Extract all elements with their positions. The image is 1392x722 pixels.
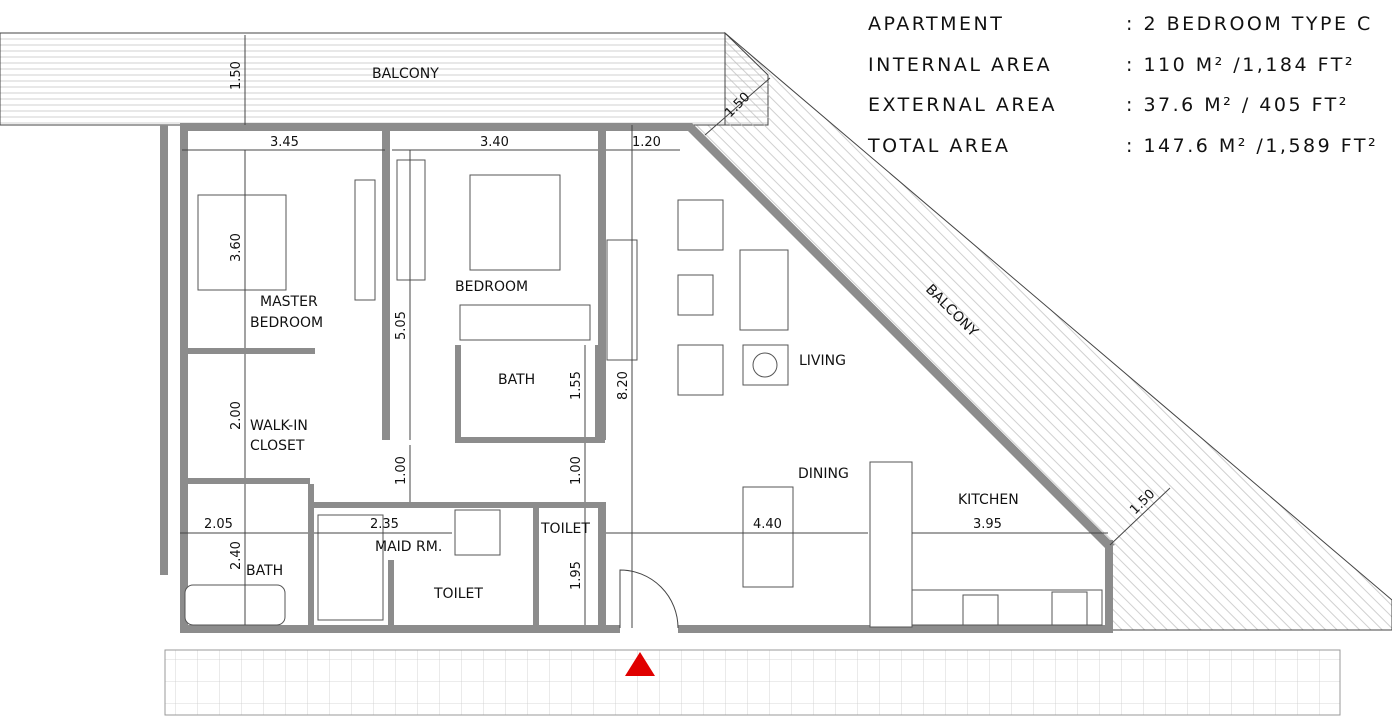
sofa [739,249,789,331]
dimension-label: 5.05 [394,311,409,340]
dimension-label: 1.00 [569,456,584,485]
dimension-label: 1.20 [632,135,661,150]
dining-table [742,486,794,588]
apartment-info: APARTMENT : 2 BEDROOM TYPE C INTERNAL ARE… [868,4,1378,166]
room-label-kitchen: KITCHEN [958,492,1019,508]
room-label-maid-room: MAID RM. [375,539,442,555]
bathtub [184,584,286,626]
dimension-label: 2.05 [204,517,233,532]
room-label-master-bedroom: BEDROOM [250,315,323,331]
info-label: EXTERNAL AREA [868,94,1058,116]
furniture [184,159,1103,628]
dimension-label: 3.45 [270,135,299,150]
room-label-toilet: TOILET [433,586,483,602]
corridor-floor [164,649,1341,716]
master-desk [354,179,376,301]
dimension-label: 4.40 [753,517,782,532]
entrance-door [619,569,679,629]
bedroom-bed [469,174,561,271]
info-row-internal-area: INTERNAL AREA : 110 M² /1,184 FT² [868,45,1378,86]
info-value: : 37.6 M² / 405 FT² [1126,94,1349,116]
room-label-walk-in-closet: WALK-IN [250,418,308,434]
master-bed [197,194,287,291]
dimension-label: 8.20 [616,371,631,400]
armchair [677,344,724,396]
entrance-marker-icon [625,652,655,676]
dimension-label: 3.40 [480,135,509,150]
info-label: INTERNAL AREA [868,53,1053,76]
room-label-bath: BATH [246,563,283,579]
room-label-living: LIVING [799,353,846,369]
oven [1051,591,1088,626]
room-label-toilet: TOILET [540,521,590,537]
dimension-label: 1.95 [569,561,584,590]
stove [962,594,999,626]
dimension-label: 1.00 [394,456,409,485]
info-label: TOTAL AREA [868,134,1011,157]
info-row-external-area: EXTERNAL AREA : 37.6 M² / 405 FT² [868,85,1378,126]
room-label-bath: BATH [498,372,535,388]
info-value: : 147.6 M² /1,589 FT² [1126,134,1379,157]
info-row-total-area: TOTAL AREA : 147.6 M² /1,589 FT² [868,126,1378,167]
dimension-label: 2.40 [229,541,244,570]
bedroom-desk [396,159,426,281]
wardrobe [459,304,591,341]
room-label-balcony: BALCONY [372,66,439,82]
armchair [677,199,724,251]
dimension-label: 3.95 [973,517,1002,532]
dimension-label: 1.50 [229,61,244,90]
room-label-walk-in-closet: CLOSET [250,438,305,454]
balcony-diagonal [688,31,1392,631]
dimension-lines [180,35,1171,628]
room-label-dining: DINING [798,466,849,482]
info-label: APARTMENT [868,13,1005,35]
walls [160,123,1115,633]
dimension-label: 2.35 [370,517,399,532]
room-label-bedroom: BEDROOM [455,279,528,295]
dimension-label: 1.55 [569,371,584,400]
info-value: : 110 M² /1,184 FT² [1126,53,1355,76]
dimension-label: 3.60 [229,233,244,262]
room-label-master-bedroom: MASTER [260,294,318,310]
info-value: : 2 BEDROOM TYPE C [1126,13,1373,35]
dimension-label: 2.00 [229,401,244,430]
shower [454,509,501,556]
coffee-table [677,274,714,316]
kitchen-counter [869,461,913,628]
info-row-apartment: APARTMENT : 2 BEDROOM TYPE C [868,4,1378,45]
